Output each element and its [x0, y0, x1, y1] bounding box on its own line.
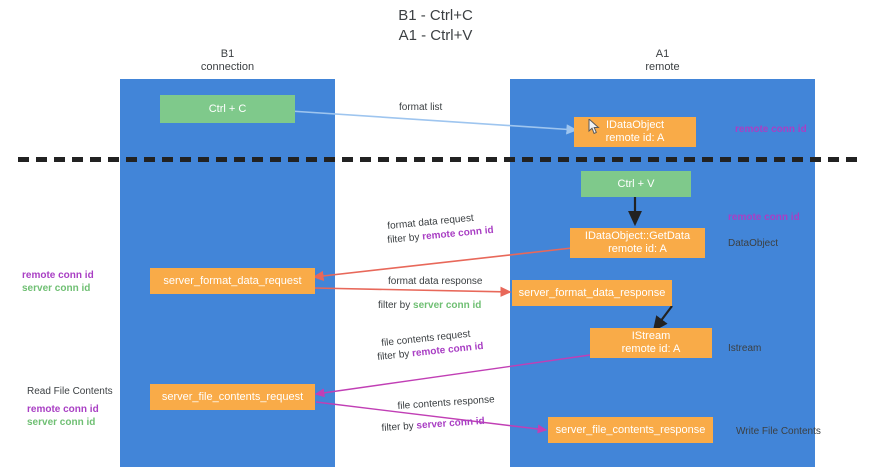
- edge-label-file-contents-response-filter: filter by server conn id: [381, 415, 485, 435]
- annotation-left-remote-conn-id-bottom: remote conn id: [27, 404, 99, 415]
- node-ctrl-c-label: Ctrl + C: [208, 102, 247, 115]
- phase-divider: [18, 157, 858, 162]
- edge-label-format-list: format list: [399, 102, 443, 113]
- filter-value-server-conn-id: server conn id: [413, 300, 482, 311]
- column-header-b1-title: B1: [220, 48, 235, 60]
- annotation-right-istream: Istream: [728, 343, 762, 354]
- filter-value-server-conn-id: server conn id: [416, 415, 486, 432]
- node-istream-label: IStream: [631, 330, 671, 342]
- node-server-format-data-response[interactable]: server_format_data_response: [512, 280, 672, 306]
- annotation-right-remote-conn-id-top: remote conn id: [735, 124, 807, 135]
- diagram-title: B1 - Ctrl+C A1 - Ctrl+V: [0, 6, 871, 46]
- node-ctrl-c[interactable]: Ctrl + C: [160, 95, 295, 123]
- column-header-a1-subtitle: remote: [645, 61, 680, 73]
- annotation-left-read-file-contents: Read File Contents: [27, 386, 113, 397]
- annotation-left-server-conn-id-bottom: server conn id: [27, 417, 96, 428]
- node-server-format-data-response-label: server_format_data_response: [518, 286, 666, 299]
- column-header-b1-subtitle: connection: [200, 61, 255, 73]
- annotation-right-dataobject: DataObject: [728, 238, 779, 249]
- annotation-left-remote-conn-id-mid: remote conn id: [22, 270, 94, 281]
- column-header-b1: B1 connection: [120, 48, 335, 74]
- node-getdata-sublabel: remote id: A: [608, 243, 667, 255]
- column-header-a1: A1 remote: [510, 48, 815, 74]
- node-getdata-label: IDataObject::GetData: [584, 230, 691, 242]
- node-server-format-data-request[interactable]: server_format_data_request: [150, 268, 315, 294]
- edge-format-data-response: [313, 286, 512, 297]
- annotation-right-write-file-contents: Write File Contents: [736, 426, 821, 437]
- node-server-file-contents-response[interactable]: server_file_contents_response: [548, 417, 713, 443]
- node-server-file-contents-response-label: server_file_contents_response: [555, 423, 706, 436]
- column-header-a1-title: A1: [655, 48, 670, 60]
- filter-prefix: filter by: [386, 231, 423, 247]
- node-idataobject-label: IDataObject: [605, 119, 665, 131]
- annotation-left-server-conn-id-mid: server conn id: [22, 283, 91, 294]
- filter-prefix: filter by: [376, 348, 413, 364]
- edge-label-format-data-response: format data response: [388, 276, 483, 287]
- node-ctrl-v-label: Ctrl + V: [617, 177, 655, 190]
- title-line-2: A1 - Ctrl+V: [398, 27, 473, 44]
- node-server-file-contents-request-label: server_file_contents_request: [161, 390, 304, 403]
- node-idataobject[interactable]: IDataObject remote id: A: [574, 117, 696, 147]
- edge-label-format-data-response-filter: filter by server conn id: [378, 299, 481, 312]
- node-ctrl-v[interactable]: Ctrl + V: [581, 171, 691, 197]
- node-server-format-data-request-label: server_format_data_request: [163, 274, 302, 287]
- node-istream[interactable]: IStream remote id: A: [590, 328, 712, 358]
- filter-prefix: filter by: [381, 420, 417, 435]
- edge-label-file-contents-response: file contents response: [397, 394, 495, 413]
- node-idataobject-sublabel: remote id: A: [605, 132, 665, 144]
- filter-prefix: filter by: [378, 300, 414, 311]
- title-line-1: B1 - Ctrl+C: [398, 7, 473, 24]
- node-istream-sublabel: remote id: A: [621, 343, 681, 355]
- node-server-file-contents-request[interactable]: server_file_contents_request: [150, 384, 315, 410]
- annotation-right-remote-conn-id-mid: remote conn id: [728, 212, 800, 223]
- node-idataobject-getdata[interactable]: IDataObject::GetData remote id: A: [570, 228, 705, 258]
